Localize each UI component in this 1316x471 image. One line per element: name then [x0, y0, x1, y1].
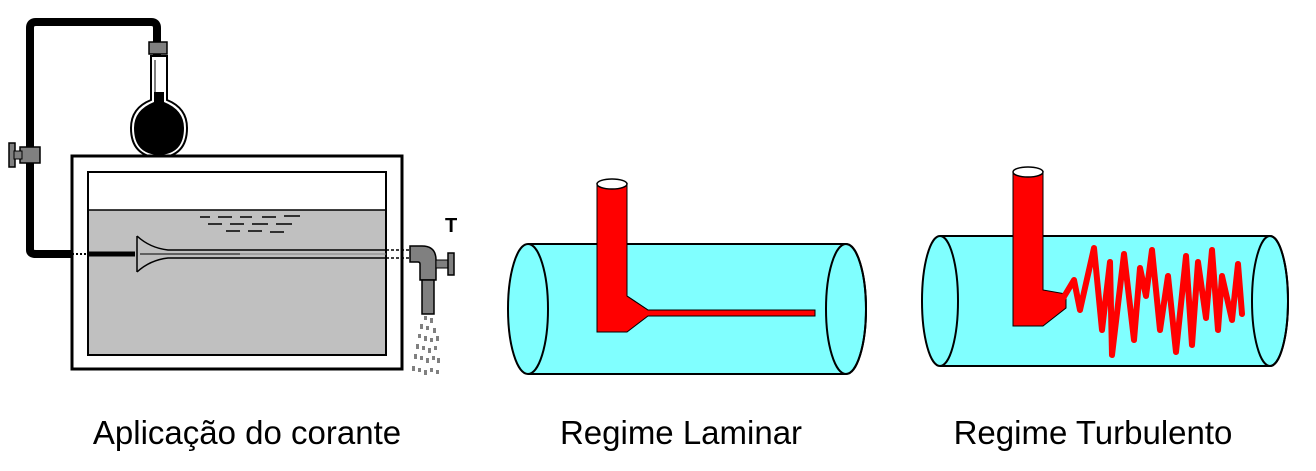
laminar-panel: [507, 178, 867, 375]
turbulent-caption: Regime Turbulento: [953, 414, 1233, 451]
turbulent-dye-injector: [1012, 166, 1067, 327]
feed-tube: [26, 18, 161, 258]
apparatus-panel: T: [8, 18, 457, 375]
tap-label: T: [445, 215, 457, 237]
dye-flask-icon: [129, 41, 189, 160]
laminar-cylinder: [507, 243, 867, 375]
outflow-water: [412, 316, 440, 375]
laminar-caption: Regime Laminar: [559, 414, 803, 451]
turbulent-dye-streak: [1059, 245, 1245, 358]
tap-valve-icon: [409, 245, 455, 315]
water-ripples: [200, 215, 300, 233]
feed-valve-icon: [8, 142, 41, 168]
apparatus-caption: Aplicação do corante: [92, 414, 402, 451]
glass-pipe: [136, 235, 412, 273]
water-tank: [70, 154, 404, 371]
laminar-dye-injector: [596, 178, 816, 333]
turbulent-panel: [921, 166, 1289, 367]
